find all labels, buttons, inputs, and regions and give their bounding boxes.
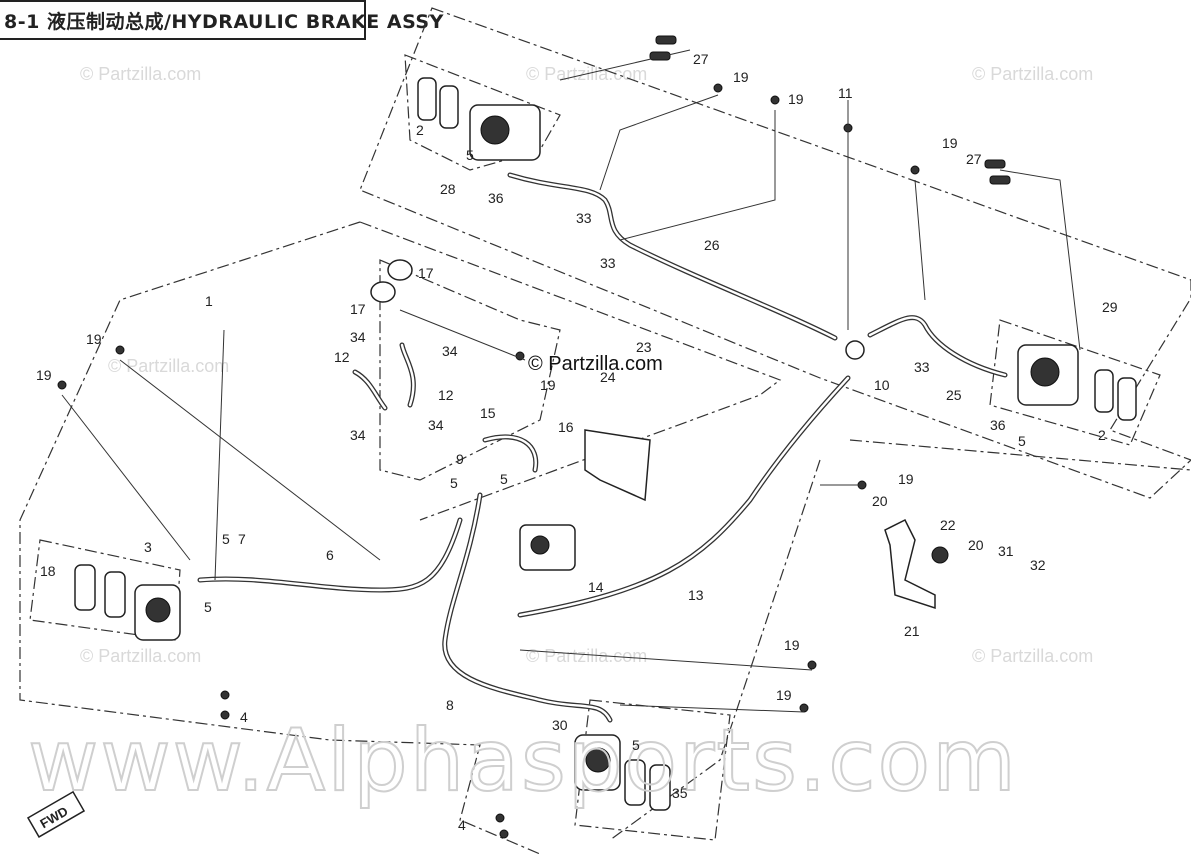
mounting-bracket xyxy=(584,429,651,502)
watermark-text: © Partzilla.com xyxy=(108,356,229,376)
bolt xyxy=(989,175,1011,185)
callout-number: 2 xyxy=(416,122,424,138)
callout-number: 13 xyxy=(688,587,704,603)
callout-number: 21 xyxy=(904,623,920,639)
watermark-text: © Partzilla.com xyxy=(972,646,1093,666)
parts xyxy=(57,35,1137,839)
big-watermark: www.Alphasports.com xyxy=(28,711,1018,811)
callout-number: 19 xyxy=(776,687,792,703)
callout-number: 9 xyxy=(456,451,464,467)
callout-number: 29 xyxy=(1102,299,1118,315)
callout-number: 19 xyxy=(86,331,102,347)
diagram-title: 8-1 液压制动总成/HYDRAULIC BRAKE ASSY xyxy=(4,10,444,33)
callout-number: 34 xyxy=(350,329,366,345)
callout-number: 4 xyxy=(458,817,466,833)
callout-number: 35 xyxy=(672,785,688,801)
bolt xyxy=(984,159,1006,169)
reservoir xyxy=(370,281,396,303)
bolt xyxy=(655,35,677,45)
callout-number: 17 xyxy=(350,301,366,317)
callout-number: 33 xyxy=(576,210,592,226)
callout-number: 31 xyxy=(998,543,1014,559)
watermark-group: © Partzilla.com © Partzilla.com © Partzi… xyxy=(80,64,1093,666)
callout-number: 2 xyxy=(1098,427,1106,443)
callout-number: 12 xyxy=(438,387,454,403)
callout-number: 27 xyxy=(693,51,709,67)
callout-number: 19 xyxy=(540,377,556,393)
callout-number: 5 xyxy=(500,471,508,487)
callout-number: 1 xyxy=(205,293,213,309)
callout-number: 10 xyxy=(874,377,890,393)
callout-number: 14 xyxy=(588,579,604,595)
callout-number: 36 xyxy=(990,417,1006,433)
brake-pedal xyxy=(884,518,936,610)
callout-number: 20 xyxy=(872,493,888,509)
junction-block xyxy=(845,340,865,360)
brake-lines xyxy=(197,172,1008,723)
callout-number: 23 xyxy=(636,339,652,355)
center-watermark: © Partzilla.com xyxy=(528,353,663,375)
callout-number: 5 xyxy=(450,475,458,491)
watermark-text: © Partzilla.com xyxy=(80,64,201,84)
callout-number: 5 xyxy=(632,737,640,753)
callout-number: 27 xyxy=(966,151,982,167)
callout-number: 32 xyxy=(1030,557,1046,573)
callout-labels: 27 19 19 11 2 5 28 36 33 33 26 19 27 29 … xyxy=(36,51,1118,833)
callout-number: 4 xyxy=(240,709,248,725)
callout-number: 34 xyxy=(442,343,458,359)
callout-number: 5 xyxy=(1018,433,1026,449)
callout-number: 34 xyxy=(350,427,366,443)
callout-number: 3 xyxy=(144,539,152,555)
watermark-text: © Partzilla.com xyxy=(972,64,1093,84)
diagram-title-box: 8-1 液压制动总成/HYDRAULIC BRAKE ASSY xyxy=(0,0,443,40)
callout-number: 17 xyxy=(418,265,434,281)
callout-number: 20 xyxy=(968,537,984,553)
callout-number: 25 xyxy=(946,387,962,403)
callout-number: 12 xyxy=(334,349,350,365)
watermark-text: © Partzilla.com xyxy=(526,646,647,666)
callout-number: 26 xyxy=(704,237,720,253)
callout-number: 8 xyxy=(446,697,454,713)
callout-number: 6 xyxy=(326,547,334,563)
callout-number: 5 xyxy=(204,599,212,615)
callout-number: 5 xyxy=(222,531,230,547)
callout-number: 19 xyxy=(36,367,52,383)
callout-number: 19 xyxy=(788,91,804,107)
callout-number: 19 xyxy=(733,69,749,85)
reservoir xyxy=(387,259,413,281)
callout-number: 28 xyxy=(440,181,456,197)
callout-number: 30 xyxy=(552,717,568,733)
callout-number: 24 xyxy=(600,369,616,385)
callout-number: 33 xyxy=(600,255,616,271)
callout-number: 22 xyxy=(940,517,956,533)
callout-number: 19 xyxy=(898,471,914,487)
leader-lines xyxy=(61,49,1081,713)
callout-number: 36 xyxy=(488,190,504,206)
callout-number: 11 xyxy=(838,85,853,101)
callout-number: 19 xyxy=(784,637,800,653)
callout-number: 19 xyxy=(942,135,958,151)
watermark-text: © Partzilla.com xyxy=(80,646,201,666)
callout-number: 18 xyxy=(40,563,56,579)
callout-number: 15 xyxy=(480,405,496,421)
callout-number: 34 xyxy=(428,417,444,433)
callout-number: 16 xyxy=(558,419,574,435)
callout-number: 33 xyxy=(914,359,930,375)
spring xyxy=(931,546,949,564)
callout-number: 7 xyxy=(238,531,246,547)
callout-number: 5 xyxy=(466,147,474,163)
